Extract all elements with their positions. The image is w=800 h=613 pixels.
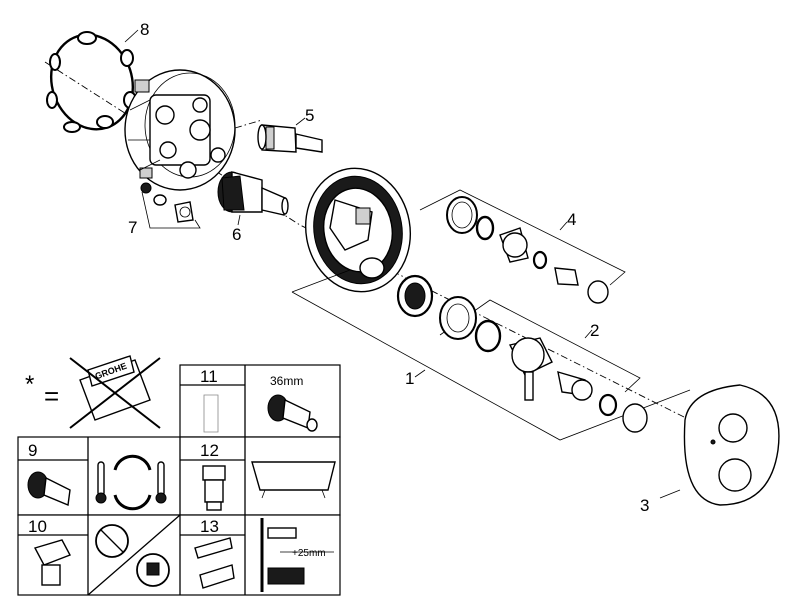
wall-depth-icon: +25mm (260, 518, 334, 592)
callout-2: 2 (590, 321, 599, 340)
callout-5: 5 (305, 106, 314, 125)
no-grease-icon: GROHE (69, 355, 161, 429)
gasket-ring-part-8 (46, 31, 137, 133)
trim-plate-part-3 (683, 384, 780, 506)
mounting-plate (304, 167, 412, 293)
hot-cold-swap-icon (95, 454, 167, 511)
tool-10-icon (33, 539, 71, 586)
cartridge-9-icon (27, 471, 71, 506)
legend-cell-10: 10 (28, 517, 47, 536)
callout-3: 3 (640, 496, 649, 515)
callout-1: 1 (405, 369, 414, 388)
legend-cell-13: 13 (200, 517, 219, 536)
spindle-assembly-part-4 (446, 196, 609, 304)
extension-label: +25mm (292, 548, 326, 559)
valve-body-housing (124, 69, 236, 191)
asterisk-symbol: * (25, 371, 34, 398)
cartridge-36mm-icon (267, 394, 318, 432)
no-cleaner-icons (95, 524, 170, 587)
wrench-size-label: 36mm (270, 374, 303, 388)
callout-8: 8 (140, 20, 149, 39)
callout-7: 7 (128, 218, 137, 237)
equals-symbol: = (44, 381, 59, 411)
legend-cell-12: 12 (200, 441, 219, 460)
callout-6: 6 (232, 225, 241, 244)
legend-cell-9: 9 (28, 441, 37, 460)
handle-assembly-part-2 (396, 274, 648, 433)
legend-panel: * = GROHE 11 36mm 9 12 (17, 355, 341, 596)
legend-cell-11: 11 (200, 367, 218, 386)
extension-13-icon (194, 537, 235, 589)
plugs-part-7 (140, 182, 194, 223)
thermostatic-cartridge-part-6 (217, 171, 289, 216)
cartridge-part-5 (257, 124, 323, 153)
bathtub-icon (251, 461, 336, 499)
valve-12-icon (202, 465, 226, 511)
callout-4: 4 (567, 210, 576, 229)
extension-sleeve-icon (203, 394, 219, 433)
